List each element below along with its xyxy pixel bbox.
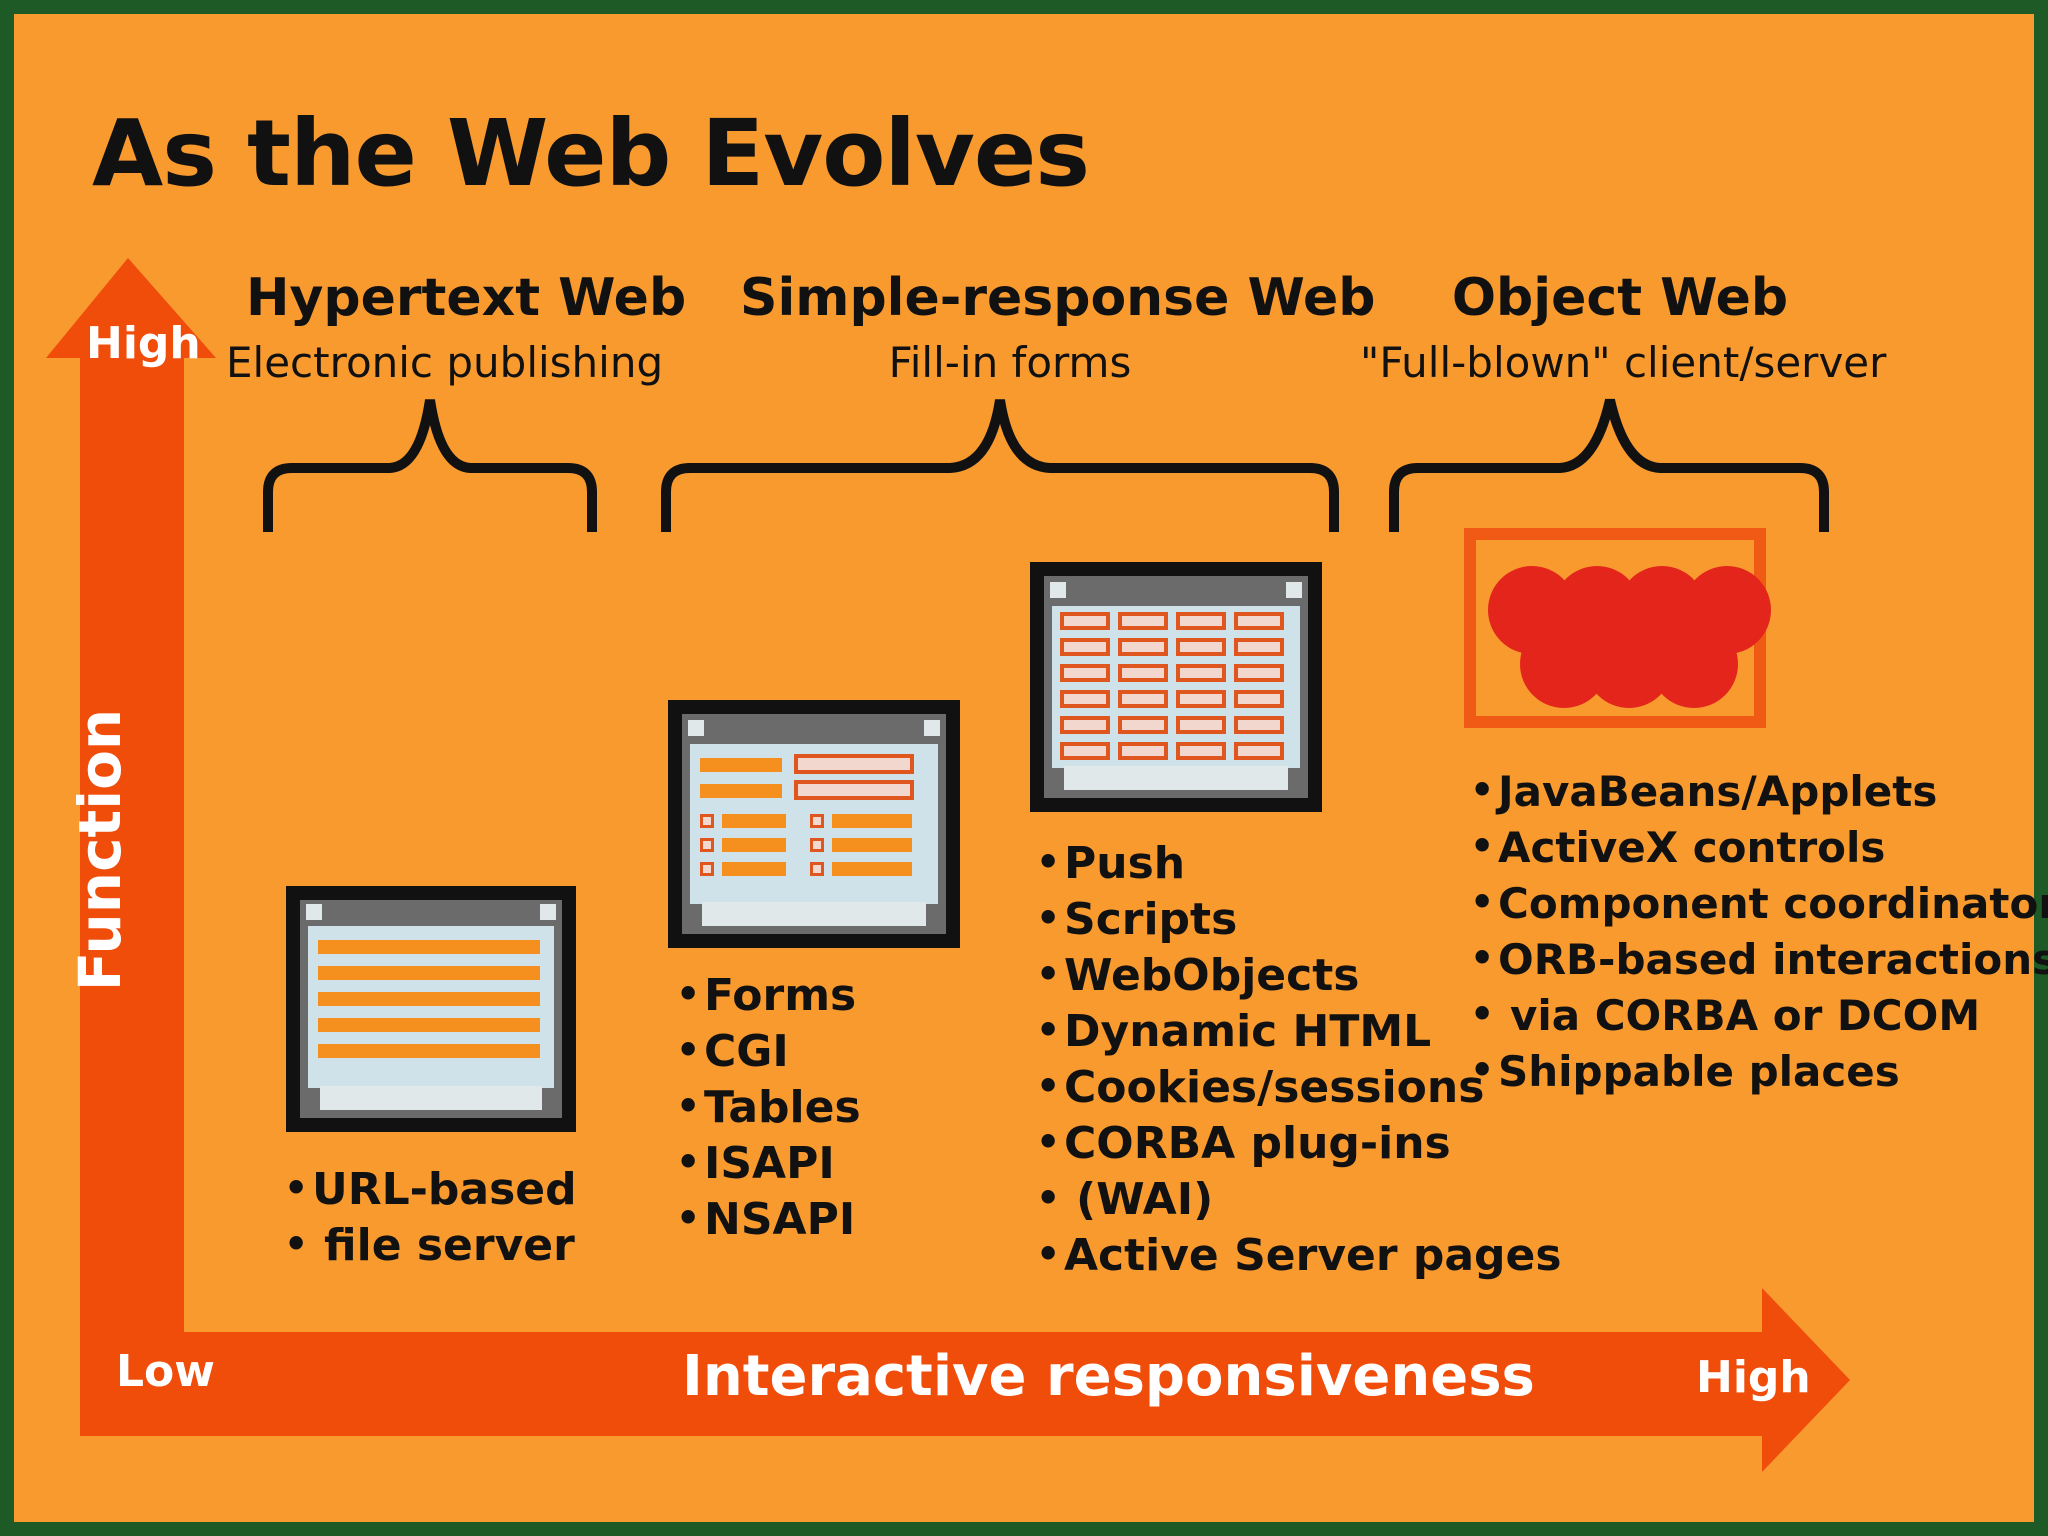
bullet-item: Forms [676,966,861,1024]
brace-simple-response [661,399,1339,532]
table-cell [1118,638,1168,656]
table-cell [1234,742,1284,760]
diagram-title: As the Web Evolves [92,100,1090,207]
x-axis-arrow [80,1288,1850,1472]
brace-object [1389,398,1829,532]
x-axis-title: Interactive responsiveness [682,1344,1535,1409]
table-cell [1060,716,1110,734]
tables-window-illustration [1030,562,1322,812]
heading-simple-response-web: Simple-response Web [740,268,1376,328]
x-axis-high-label: High [1696,1352,1811,1403]
bullet-item: Push [1036,834,1562,892]
bullet-item: JavaBeans/Applets [1470,762,2048,820]
hypertext-window-illustration [286,886,576,1132]
simple-response-bullets: Forms CGI Tables ISAPI NSAPI [676,966,861,1248]
forms-window-illustration [668,700,960,948]
hypertext-bullets: URL-based file server [284,1160,577,1274]
bullet-item: Dynamic HTML [1036,1002,1562,1060]
object-web-illustration [1464,528,1771,728]
table-cell [1060,612,1110,630]
table-cell [1234,664,1284,682]
table-cell [1118,742,1168,760]
bullet-item: Tables [676,1078,861,1136]
bullet-item: Scripts [1036,890,1562,948]
table-cell [1118,664,1168,682]
table-cell [1060,664,1110,682]
bullet-continuation: (WAI) [1036,1170,1562,1228]
bullet-item: NSAPI [676,1190,861,1248]
bullet-item: Component coordinators [1470,874,2048,932]
bullet-continuation: via CORBA or DCOM [1470,986,2048,1044]
table-cell [1118,716,1168,734]
subheading-object-web: "Full-blown" client/server [1360,338,1887,387]
table-cell [1176,664,1226,682]
bullet-item: Shippable places [1470,1042,2048,1100]
table-cell [1176,690,1226,708]
table-cell [1060,742,1110,760]
bullet-item: CGI [676,1022,861,1080]
bullet-item: WebObjects [1036,946,1562,1004]
bullet-item: ORB-based interactions [1470,930,2048,988]
table-cell [1234,612,1284,630]
object-web-bullets: JavaBeans/Applets ActiveX controls Compo… [1470,762,2048,1100]
extended-bullets: Push Scripts WebObjects Dynamic HTML Coo… [1036,834,1562,1284]
heading-hypertext-web: Hypertext Web [246,268,687,328]
bullet-item: Active Server pages [1036,1226,1562,1284]
table-cell [1060,690,1110,708]
table-cell [1118,690,1168,708]
x-axis-low-label: Low [116,1346,215,1397]
y-axis-arrow [46,258,216,1436]
bullet-item: ActiveX controls [1470,818,2048,876]
subheading-simple-response-web: Fill-in forms [888,338,1132,387]
y-axis-title: Function [66,708,134,992]
brace-hypertext [263,399,597,532]
bullet-item: Cookies/sessions [1036,1058,1562,1116]
bullet-item: URL-based [284,1160,577,1218]
table-cell [1176,638,1226,656]
table-cell [1234,638,1284,656]
table-cell [1060,638,1110,656]
table-grid [1052,606,1300,768]
table-cell [1234,690,1284,708]
heading-object-web: Object Web [1451,268,1789,328]
bullet-item: ISAPI [676,1134,861,1192]
y-axis-high-label: High [86,318,201,369]
bullet-continuation: file server [284,1216,577,1274]
subheading-hypertext-web: Electronic publishing [226,338,664,387]
bullet-item: CORBA plug-ins [1036,1114,1562,1172]
table-cell [1176,716,1226,734]
object-dot [1650,620,1738,708]
table-cell [1234,716,1284,734]
table-cell [1176,612,1226,630]
table-cell [1118,612,1168,630]
table-cell [1176,742,1226,760]
